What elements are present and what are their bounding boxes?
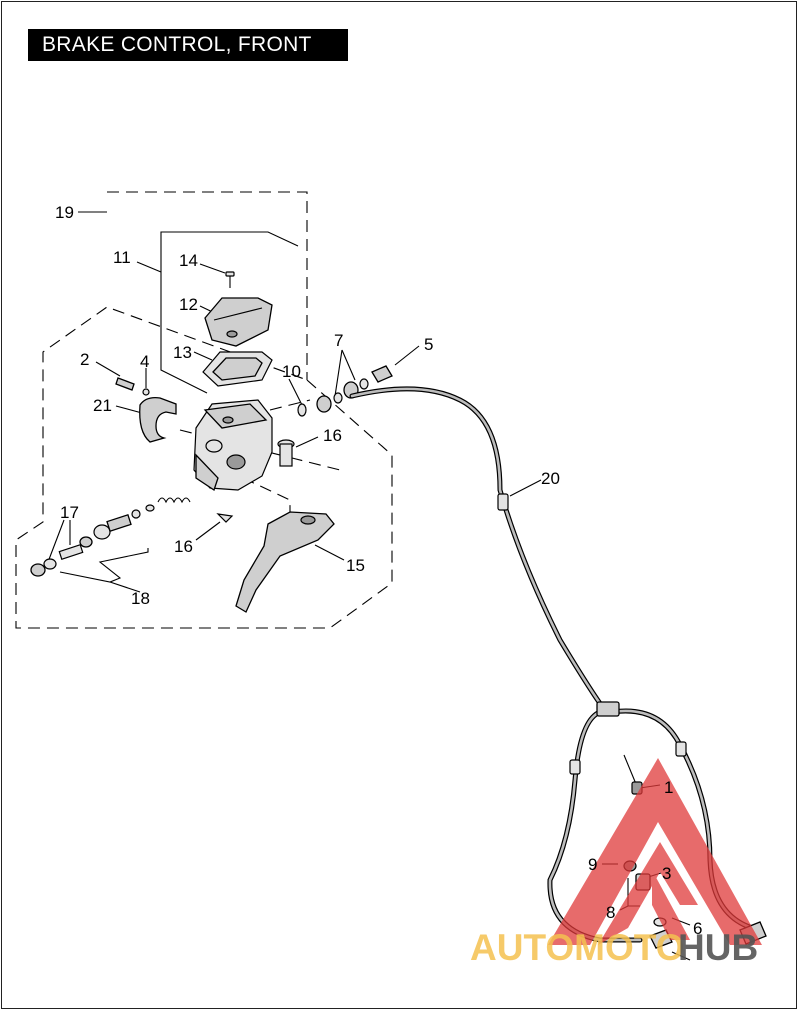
brake-lever xyxy=(235,511,335,613)
callout-13: 13 xyxy=(173,343,192,362)
banjo-fitting xyxy=(297,365,393,417)
pivot-pin xyxy=(277,439,295,467)
callout-18: 18 xyxy=(131,589,150,608)
callout-2: 2 xyxy=(80,350,89,369)
callout-17: 17 xyxy=(60,503,79,522)
callout-1: 1 xyxy=(664,778,673,797)
pivot-clip xyxy=(216,513,234,523)
callout-11: 11 xyxy=(113,248,131,267)
handlebar-clamp xyxy=(139,397,177,443)
watermark-text-part2: HUB xyxy=(678,927,758,968)
assembly-19-outline xyxy=(15,191,393,629)
callout-10: 10 xyxy=(282,362,301,381)
brake-hose xyxy=(349,386,763,943)
callout-16-pin: 16 xyxy=(323,426,342,445)
cover-group-bracket xyxy=(160,231,299,394)
callout-14: 14 xyxy=(179,251,198,270)
watermark-logo xyxy=(548,758,762,945)
callout-7: 7 xyxy=(334,331,343,350)
clamp-screw xyxy=(115,377,135,391)
callout-8: 8 xyxy=(606,903,615,922)
leader-lines xyxy=(47,211,691,926)
clamp-washer xyxy=(142,388,150,396)
watermark-text: AUTOMOTO HUB xyxy=(470,927,758,968)
page-title: BRAKE CONTROL, FRONT xyxy=(28,29,348,61)
reservoir-cover xyxy=(204,297,273,347)
cover-screw xyxy=(225,271,235,288)
callout-15: 15 xyxy=(346,556,365,575)
callout-20: 20 xyxy=(541,469,560,488)
callout-3: 3 xyxy=(662,864,671,883)
piston-kit xyxy=(30,497,191,577)
callout-labels: 1 2 3 4 5 6 7 8 9 10 11 12 13 14 15 16 1… xyxy=(55,203,702,938)
callout-5: 5 xyxy=(424,335,433,354)
watermark-text-part1: AUTOMOTO xyxy=(470,927,684,968)
callout-9: 9 xyxy=(588,855,597,874)
callout-19: 19 xyxy=(55,203,74,222)
callout-4: 4 xyxy=(140,352,149,371)
callout-21: 21 xyxy=(93,396,112,415)
master-cylinder-body xyxy=(193,399,273,492)
callout-6: 6 xyxy=(693,919,702,938)
callout-12: 12 xyxy=(179,295,198,314)
callout-16-clip: 16 xyxy=(174,537,193,556)
reservoir-gasket xyxy=(202,351,273,387)
